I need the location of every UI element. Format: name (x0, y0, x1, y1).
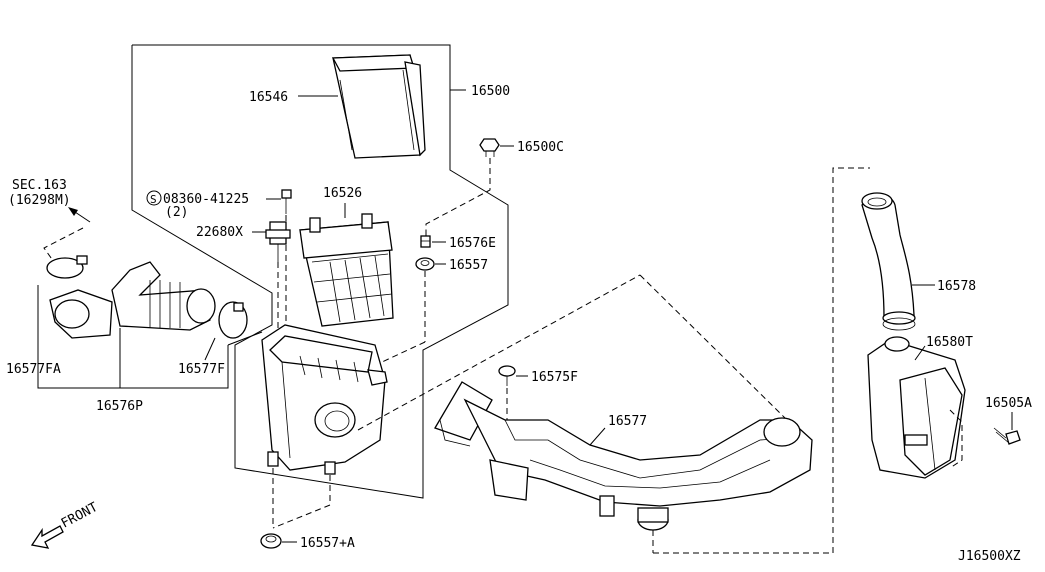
label-16500: 16500 (471, 84, 510, 99)
label-16505a: 16505A (985, 396, 1032, 411)
label-16577: 16577 (608, 414, 647, 429)
label-16577fa: 16577FA (6, 362, 61, 377)
intake-duct-16577 (434, 381, 813, 531)
label-22680x: 22680X (196, 225, 243, 240)
front-arrow-icon (30, 525, 64, 549)
clamp-16577fa (46, 255, 88, 279)
nut-16500c (479, 138, 500, 157)
screw-part (281, 189, 292, 214)
label-sec163-ref: (16298M) (8, 193, 71, 208)
intake-duct-16576p (49, 261, 216, 339)
label-16576p: 16576P (96, 399, 143, 414)
label-16580t: 16580T (926, 335, 973, 350)
grommet-16576e (420, 235, 431, 248)
clip-16575f (498, 365, 516, 386)
bolt-16505a (993, 427, 1021, 445)
label-16557: 16557 (449, 258, 488, 273)
label-16576e: 16576E (449, 236, 496, 251)
assembly-outline (131, 44, 509, 499)
label-16575f: 16575F (531, 370, 578, 385)
air-filter-element (331, 54, 426, 159)
hose-16578 (861, 192, 916, 331)
sensor-22680x (265, 221, 291, 262)
resonator-16580t (867, 336, 966, 479)
mount-16557-a (260, 533, 282, 549)
sec-arrow-icon (68, 207, 78, 216)
label-08360-41225: 08360-41225 (163, 192, 249, 207)
label-sec163: SEC.163 (12, 178, 67, 193)
label-16500c: 16500C (517, 140, 564, 155)
label-screw-qty: (2) (165, 205, 188, 220)
mount-16557 (415, 257, 435, 271)
label-front: FRONT (59, 500, 101, 532)
label-16578: 16578 (937, 279, 976, 294)
label-16526: 16526 (323, 186, 362, 201)
screw-symbol-icon (146, 190, 162, 206)
drawing-id: J16500XZ (958, 549, 1021, 564)
resonator-16526 (299, 213, 394, 327)
label-16577f: 16577F (178, 362, 225, 377)
label-16557-a: 16557+A (300, 536, 355, 551)
label-16546: 16546 (249, 90, 288, 105)
label-screw-symbol: S (150, 193, 157, 206)
air-cleaner-case (261, 324, 388, 475)
clamp-16577f (218, 301, 248, 339)
